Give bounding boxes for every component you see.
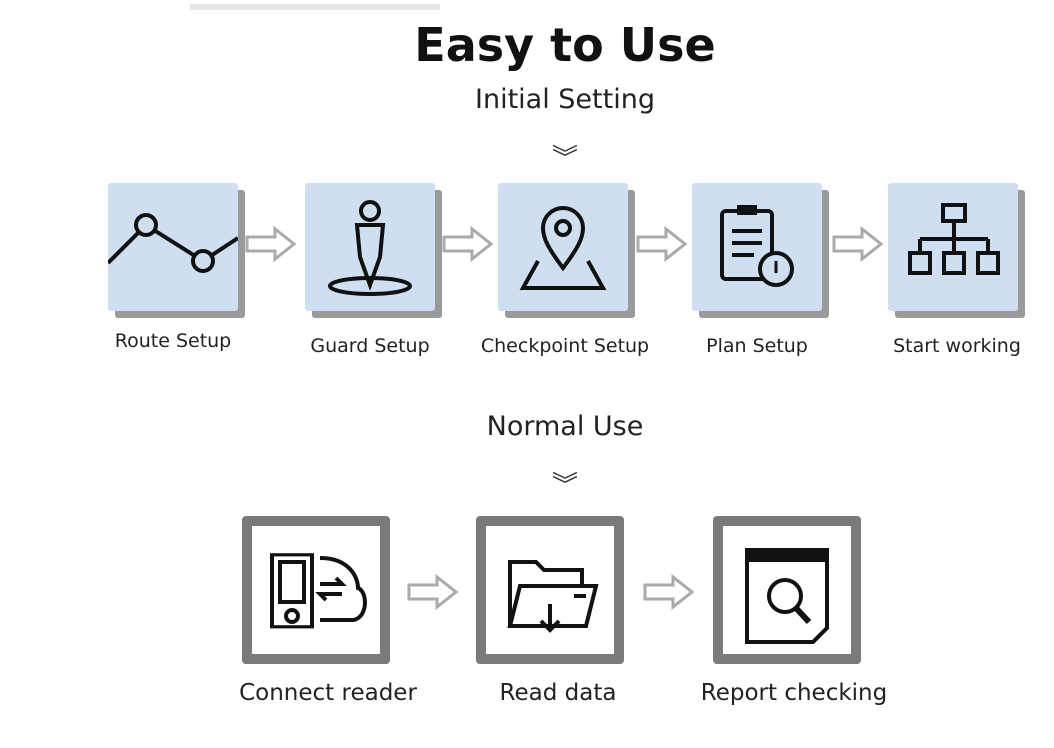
folder-download-icon — [507, 560, 599, 633]
start-working-tile — [888, 183, 1018, 311]
arrow-right-icon — [832, 226, 884, 262]
start-working-label: Start working — [893, 335, 1021, 357]
arrow-right-icon — [407, 574, 459, 610]
route-setup-label: Route Setup — [114, 330, 232, 352]
location-pin-icon — [519, 206, 607, 290]
page-title: Easy to Use — [414, 18, 716, 72]
chevron-down-icon: ︾ — [551, 144, 578, 174]
clipboard-timer-icon — [720, 205, 794, 287]
org-chart-icon — [908, 203, 1000, 275]
guard-setup-tile — [305, 183, 435, 311]
report-checking-tile — [713, 516, 861, 664]
arrow-right-icon — [442, 226, 494, 262]
top-edge-decoration — [190, 4, 440, 10]
report-checking-label: Report checking — [700, 680, 888, 706]
read-data-tile — [476, 516, 624, 664]
route-setup-tile — [106, 183, 240, 311]
guard-setup-label: Guard Setup — [310, 335, 430, 357]
plan-setup-tile — [692, 183, 822, 311]
chevron-down-icon: ︾ — [551, 471, 578, 501]
connect-reader-label: Connect reader — [239, 680, 417, 706]
route-icon — [106, 213, 240, 273]
normal-use-heading: Normal Use — [486, 411, 644, 442]
checkpoint-setup-label: Checkpoint Setup — [480, 335, 650, 357]
arrow-right-icon — [636, 226, 688, 262]
reader-cloud-icon — [270, 553, 367, 629]
calendar-search-icon — [745, 548, 829, 644]
plan-setup-label: Plan Setup — [706, 335, 808, 357]
arrow-right-icon — [643, 574, 695, 610]
arrow-right-icon — [245, 226, 297, 262]
checkpoint-setup-tile — [498, 183, 628, 311]
initial-setting-heading: Initial Setting — [475, 84, 655, 115]
connect-reader-tile — [242, 516, 390, 664]
read-data-label: Read data — [499, 680, 617, 706]
guard-icon — [328, 200, 412, 296]
